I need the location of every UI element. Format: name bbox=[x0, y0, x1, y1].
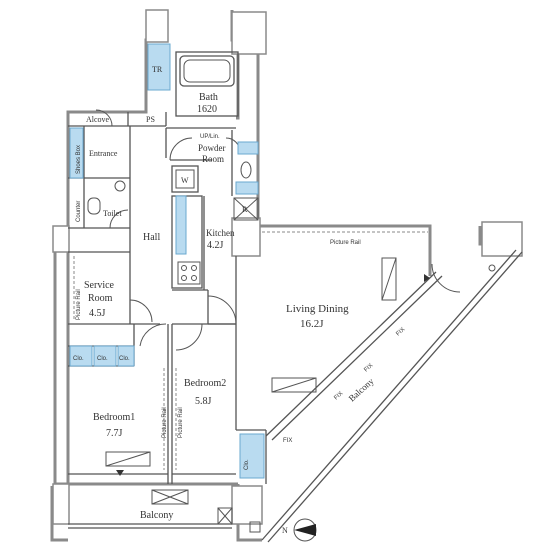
toilet-bowl bbox=[87, 197, 101, 215]
door-living bbox=[207, 295, 237, 325]
compass: N bbox=[282, 518, 317, 542]
shoes-box-storage bbox=[69, 127, 84, 179]
pillar-left-mid bbox=[52, 225, 70, 253]
toilet-label: Toilet bbox=[103, 209, 122, 218]
kitchen-storage bbox=[175, 195, 187, 255]
closet-label-4: Clo. bbox=[244, 459, 250, 470]
door-toilet bbox=[109, 209, 129, 229]
bath-size-label: 1620 bbox=[197, 104, 217, 115]
bedroom1-label: Bedroom1 bbox=[93, 412, 135, 423]
alcove-label: Alcove bbox=[86, 115, 110, 124]
tr-storage bbox=[147, 43, 171, 91]
door-bedroom1 bbox=[139, 323, 167, 347]
bedroom1-arrow bbox=[116, 470, 124, 476]
fix-label-4: FIX bbox=[283, 438, 292, 444]
ps-label: PS bbox=[146, 115, 155, 124]
door-entrance bbox=[95, 109, 113, 127]
washer bbox=[175, 169, 195, 189]
balcony-diag-label: Balcony bbox=[347, 376, 376, 404]
closet-label-3: Clo. bbox=[119, 356, 130, 362]
entrance-label: Entrance bbox=[89, 149, 118, 158]
bedroom2-size-label: 5.8J bbox=[195, 396, 212, 407]
fixtures bbox=[87, 59, 496, 533]
storage-blue bbox=[69, 43, 265, 479]
bedroom2-label: Bedroom2 bbox=[184, 378, 226, 389]
closet-label-1: Clo. bbox=[73, 356, 84, 362]
pillar-bottom-right bbox=[231, 485, 263, 525]
compass-n-label: N bbox=[282, 526, 288, 535]
picture-rails bbox=[73, 231, 428, 470]
living-floor-mark bbox=[271, 377, 317, 393]
picture-rail-bed2: Picture Rail bbox=[178, 407, 184, 438]
service-label: Service bbox=[84, 280, 115, 291]
pillar-bottom-left bbox=[52, 483, 70, 525]
wall-pillars bbox=[52, 9, 523, 525]
fridge-storage bbox=[235, 181, 259, 195]
hall-label: Hall bbox=[143, 232, 160, 243]
stove bbox=[177, 261, 201, 285]
closet-2 bbox=[93, 345, 117, 367]
bath-label: Bath bbox=[199, 92, 218, 103]
powder-room-label: Room bbox=[202, 154, 224, 164]
service-size-label: 4.5J bbox=[89, 308, 106, 319]
bedroom1-mark bbox=[105, 451, 151, 467]
r-label: R bbox=[242, 205, 248, 214]
balcony-mark bbox=[151, 489, 189, 505]
bathtub bbox=[183, 59, 231, 83]
powder-label: Powder bbox=[198, 143, 226, 153]
picture-rail-bed1: Picture Rail bbox=[162, 407, 168, 438]
service-room-label: Room bbox=[88, 293, 113, 304]
living-window-arrow bbox=[424, 274, 430, 282]
living-label: Living Dining bbox=[286, 303, 349, 315]
powder-sink bbox=[240, 161, 252, 179]
compass-needle-icon bbox=[294, 524, 316, 536]
interior-walls bbox=[68, 51, 523, 543]
pillar-top-right bbox=[231, 11, 267, 55]
bedroom1-size-label: 7.7J bbox=[106, 428, 123, 439]
shoes-box-label: Shoes Box bbox=[76, 145, 82, 174]
counter-label: Counter bbox=[76, 201, 82, 222]
fix-label-3: FIX bbox=[333, 391, 344, 402]
kitchen-size-label: 4.2J bbox=[207, 240, 224, 251]
toilet-sink bbox=[114, 180, 126, 192]
door-service bbox=[129, 299, 153, 323]
door-powder bbox=[169, 137, 193, 161]
closet-1 bbox=[69, 345, 93, 367]
laundry-storage bbox=[237, 141, 259, 155]
drain bbox=[488, 264, 496, 272]
picture-rail-service: Picture Rail bbox=[76, 289, 82, 320]
tr-label: TR bbox=[152, 65, 163, 74]
door-bedroom2 bbox=[175, 323, 203, 351]
pillar-kitchen-right bbox=[231, 217, 261, 257]
balcony-bottom-label: Balcony bbox=[140, 510, 173, 521]
pillar-top-left bbox=[145, 9, 169, 43]
fridge bbox=[233, 197, 259, 221]
closet-label-2: Clo. bbox=[97, 356, 108, 362]
fix-label-2: FIX bbox=[363, 363, 374, 374]
kitchen-label: Kitchen bbox=[206, 228, 235, 238]
w-label: W bbox=[181, 176, 189, 185]
fix-label-1: FIX bbox=[395, 327, 406, 338]
living-size-label: 16.2J bbox=[300, 318, 324, 330]
door-swings bbox=[95, 109, 461, 351]
living-window-mark bbox=[381, 257, 397, 301]
up-lin-label: UP/Lin. bbox=[200, 134, 220, 140]
picture-rail-living: Picture Rail bbox=[330, 240, 361, 246]
balcony-outlet bbox=[249, 521, 261, 533]
balcony-ac bbox=[217, 507, 233, 525]
closet-bedroom2 bbox=[239, 433, 265, 479]
door-living-right bbox=[431, 263, 461, 293]
closet-3 bbox=[117, 345, 135, 367]
